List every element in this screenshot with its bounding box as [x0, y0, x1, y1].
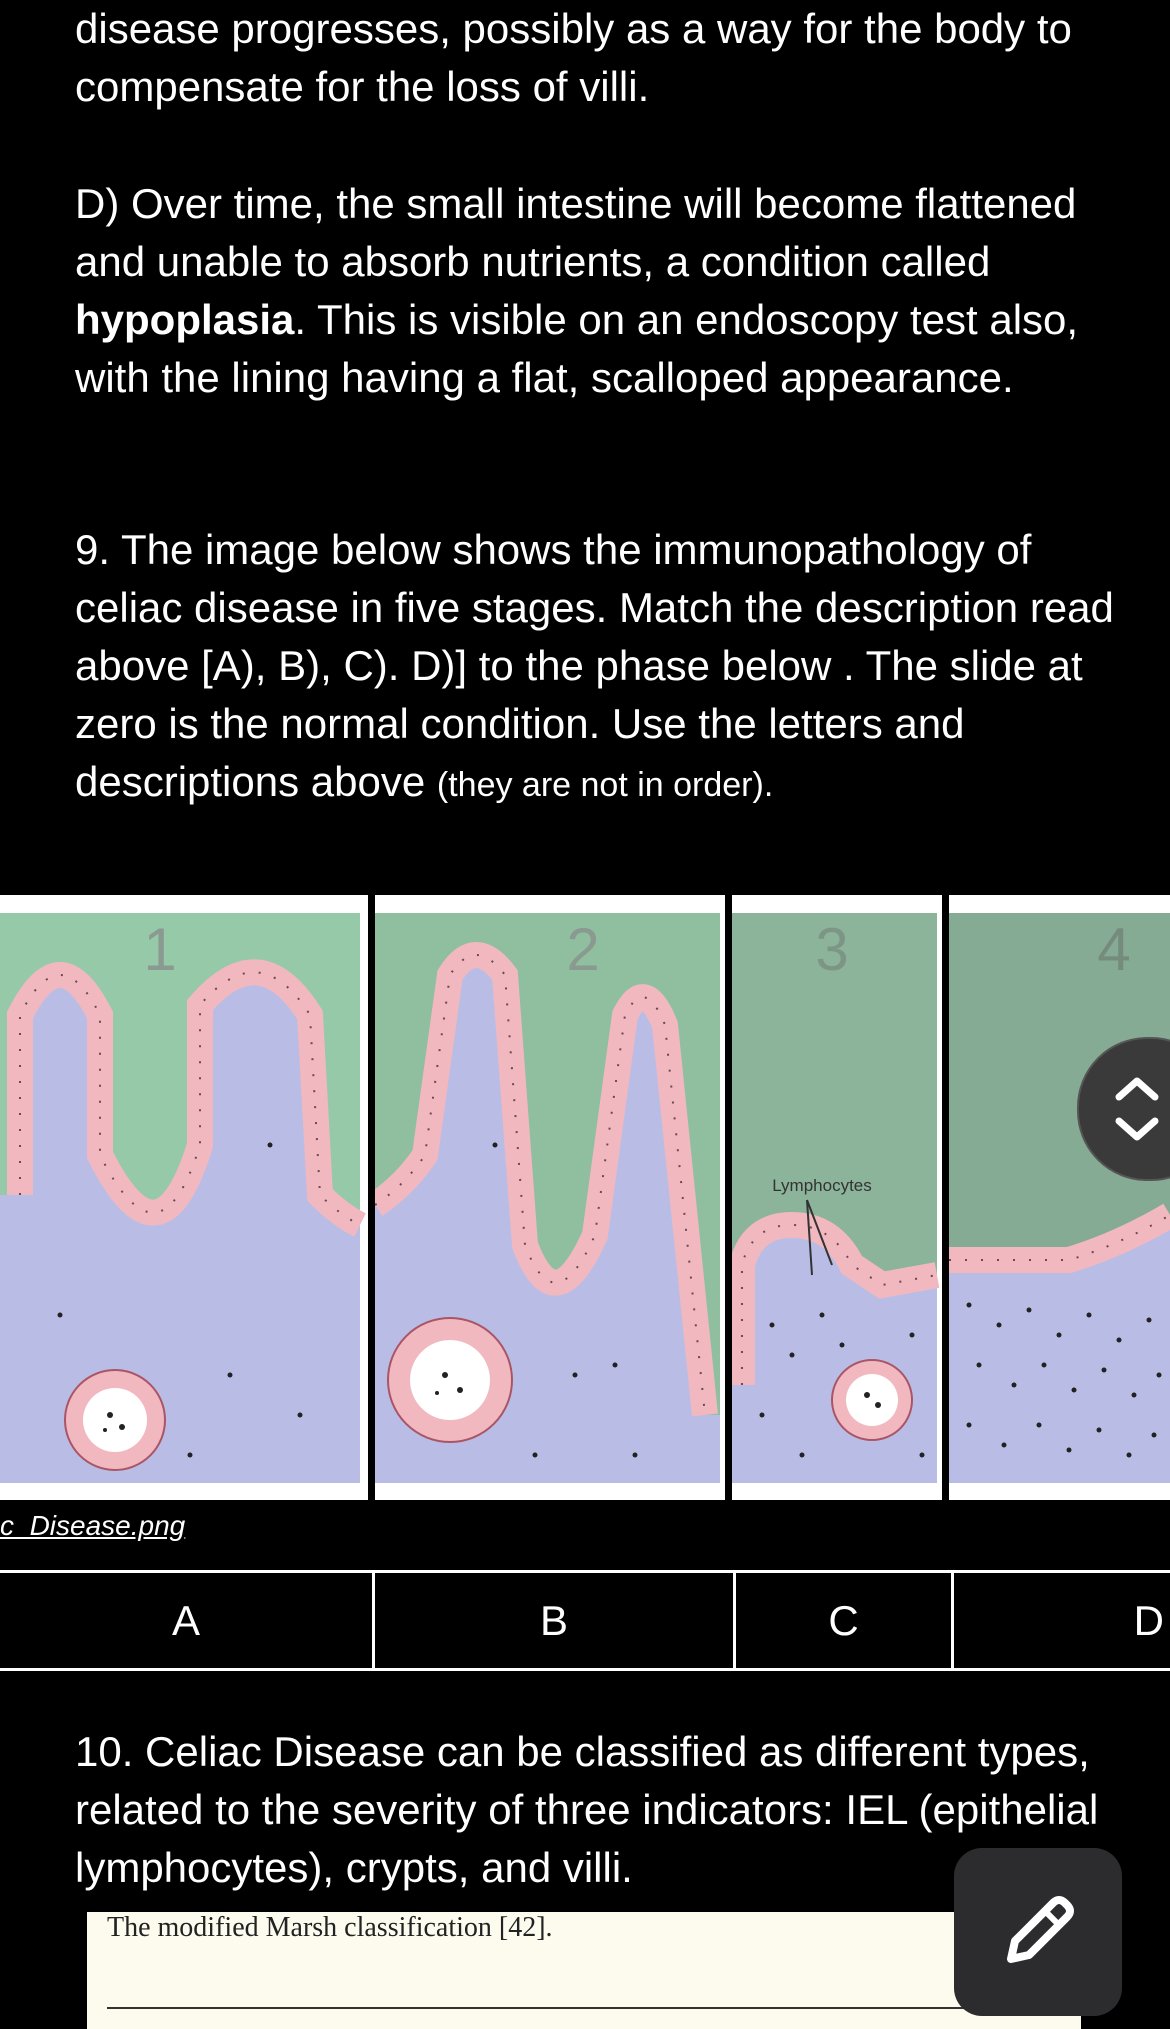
marsh-table-rule: [107, 2007, 1041, 2009]
celiac-stages-figure: 1 2 Lymphocytes 3: [0, 895, 1170, 1505]
stage-panel-3: Lymphocytes 3: [732, 895, 942, 1500]
stage-panel-2: 2: [375, 895, 725, 1500]
image-filename-link[interactable]: c_Disease.png: [0, 1510, 186, 1541]
stage-3-illustration: Lymphocytes 3: [732, 913, 940, 1483]
pencil-icon: [1007, 1896, 1074, 1963]
marsh-table-caption: The modified Marsh classification [42].: [107, 1912, 553, 1943]
paragraph-d-text-1: D) Over time, the small intestine will b…: [75, 180, 1077, 285]
stage-number-2: 2: [566, 916, 599, 983]
lymphocytes-label: Lymphocytes: [772, 1176, 872, 1195]
match-table: A B C D: [0, 1570, 1170, 1671]
marsh-classification-table: The modified Marsh classification [42].: [87, 1912, 1081, 2029]
stage-number-1: 1: [143, 916, 176, 983]
question-9: 9. The image below shows the immunopatho…: [75, 521, 1115, 814]
stage-number-4: 4: [1097, 916, 1130, 983]
match-cell-a[interactable]: A: [0, 1573, 375, 1668]
paragraph-c-tail: disease progresses, possibly as a way fo…: [75, 5, 1072, 110]
stage-2-illustration: 2: [375, 913, 720, 1483]
question-10: 10. Celiac Disease can be classified as …: [75, 1728, 1099, 1891]
scroll-control-button[interactable]: [1077, 1037, 1170, 1181]
stage-4-illustration: 4: [949, 913, 1170, 1483]
stage-panel-1: 1: [0, 895, 368, 1500]
question-9-text: 9. The image below shows the immunopatho…: [75, 526, 1114, 805]
stage-1-illustration: 1: [0, 913, 367, 1483]
paragraph-d: D) Over time, the small intestine will b…: [75, 175, 1115, 407]
edit-button[interactable]: [954, 1848, 1122, 2016]
match-cell-d[interactable]: D: [1133, 1596, 1164, 1644]
stage-panel-4: 4: [949, 895, 1170, 1500]
chevron-up-down-icon: [1115, 1077, 1159, 1141]
term-hypoplasia: hypoplasia: [75, 296, 295, 343]
match-cell-c[interactable]: C: [736, 1573, 954, 1668]
paragraph-d-text-2: . This is visible on an endoscopy test a…: [75, 296, 1079, 401]
stage-number-3: 3: [815, 916, 848, 983]
question-9-note: (they are not in order).: [436, 766, 774, 804]
match-cell-b[interactable]: B: [375, 1573, 736, 1668]
